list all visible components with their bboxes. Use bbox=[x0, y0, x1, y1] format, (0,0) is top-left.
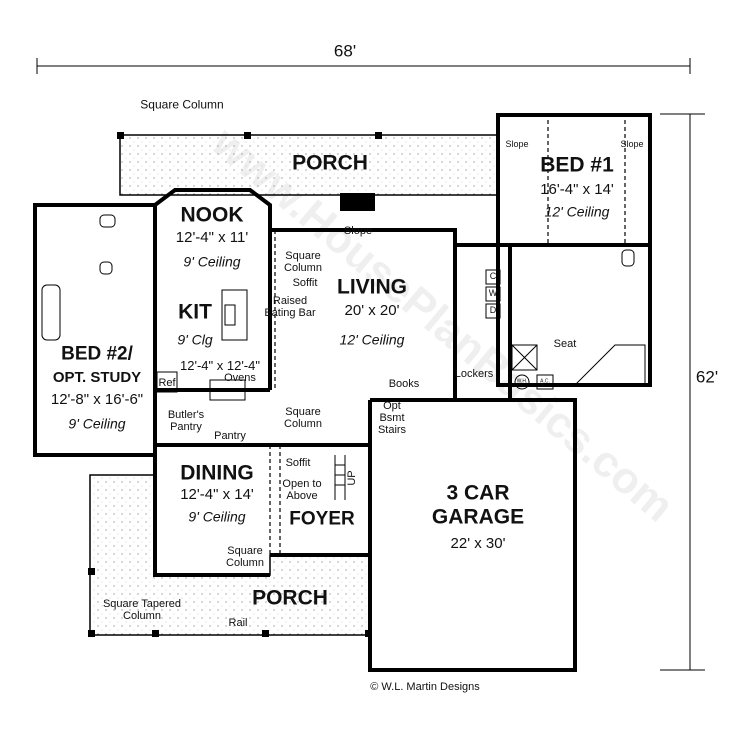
ovens-note: Ovens bbox=[224, 371, 256, 384]
rail-note: Rail bbox=[228, 616, 248, 629]
water-heater-note: W.H. bbox=[516, 378, 528, 385]
seat-note: Seat bbox=[553, 337, 577, 350]
fixtures bbox=[41, 214, 646, 500]
fireplace bbox=[340, 193, 375, 211]
ac-note: A.C. bbox=[540, 378, 550, 385]
c-note: C bbox=[489, 271, 497, 282]
raised-eating-bar-note: Raised Eating Bar bbox=[264, 294, 316, 319]
bed2-label: BED #2/ bbox=[61, 343, 133, 365]
pantry-note: Pantry bbox=[214, 429, 246, 442]
width-dimension-label: 68' bbox=[333, 41, 357, 61]
dining-ceiling: 9' Ceiling bbox=[188, 508, 246, 525]
slope-left-note: Slope bbox=[505, 139, 529, 150]
bed2-label-2: OPT. STUDY bbox=[52, 368, 142, 386]
living-label: LIVING bbox=[336, 275, 408, 299]
foyer-label: FOYER bbox=[289, 508, 355, 530]
dimension-depth bbox=[660, 113, 705, 671]
opt-bsmt-stairs-note: Opt Bsmt Stairs bbox=[377, 399, 407, 437]
nook-ceiling: 9' Ceiling bbox=[183, 253, 241, 270]
washer-note: W bbox=[488, 288, 498, 299]
lockers-note: Lockers bbox=[454, 367, 494, 380]
bed1-label: BED #1 bbox=[540, 153, 614, 177]
square-column-living-note: Square Column bbox=[284, 249, 322, 274]
garage-size: 22' x 30' bbox=[450, 534, 506, 552]
bed1-ceiling: 12' Ceiling bbox=[544, 203, 610, 220]
slope-note: Slope bbox=[343, 224, 373, 237]
bed1-size: 16'-4" x 14' bbox=[540, 180, 614, 198]
dining-label: DINING bbox=[180, 461, 254, 485]
kit-size: 12'-4" x 12'-4" bbox=[180, 357, 260, 373]
square-column-note: Square Column bbox=[140, 97, 224, 112]
porch-top-label: PORCH bbox=[292, 151, 368, 175]
garage-label: 3 CAR bbox=[446, 481, 510, 505]
kit-label: KIT bbox=[178, 300, 212, 324]
slope-right-note: Slope bbox=[620, 139, 644, 150]
bed2-size: 12'-8" x 16'-6" bbox=[50, 390, 144, 408]
walls bbox=[33, 113, 652, 672]
square-tapered-column-note: Square Tapered Column bbox=[102, 597, 182, 622]
kit-ceiling: 9' Clg bbox=[177, 331, 213, 348]
square-column-dining-note: Square Column bbox=[226, 544, 264, 569]
living-size: 20' x 20' bbox=[344, 301, 400, 319]
soffit-living-note: Soffit bbox=[292, 276, 318, 289]
up-note: UP bbox=[345, 470, 358, 486]
square-column-foyer-note: Square Column bbox=[284, 405, 322, 430]
soffit-foyer-note: Soffit bbox=[285, 456, 311, 469]
books-note: Books bbox=[388, 377, 420, 390]
dimension-width bbox=[36, 58, 691, 74]
living-ceiling: 12' Ceiling bbox=[339, 331, 405, 348]
porch-bottom-label: PORCH bbox=[252, 586, 328, 610]
open-to-above-note: Open to Above bbox=[282, 477, 322, 502]
copyright: © W.L. Martin Designs bbox=[370, 680, 480, 693]
bed2-ceiling: 9' Ceiling bbox=[68, 415, 126, 432]
nook-size: 12'-4" x 11' bbox=[175, 228, 249, 246]
ref-note: Ref bbox=[158, 376, 176, 389]
porch-top-area bbox=[119, 134, 499, 196]
soffit-lines bbox=[269, 120, 626, 555]
butlers-pantry-note: Butler's Pantry bbox=[167, 408, 205, 433]
depth-dimension-label: 62' bbox=[695, 367, 719, 387]
garage-label-2: GARAGE bbox=[431, 505, 525, 529]
dryer-note: D bbox=[489, 305, 497, 316]
dining-size: 12'-4" x 14' bbox=[180, 485, 254, 503]
nook-label: NOOK bbox=[180, 203, 244, 227]
